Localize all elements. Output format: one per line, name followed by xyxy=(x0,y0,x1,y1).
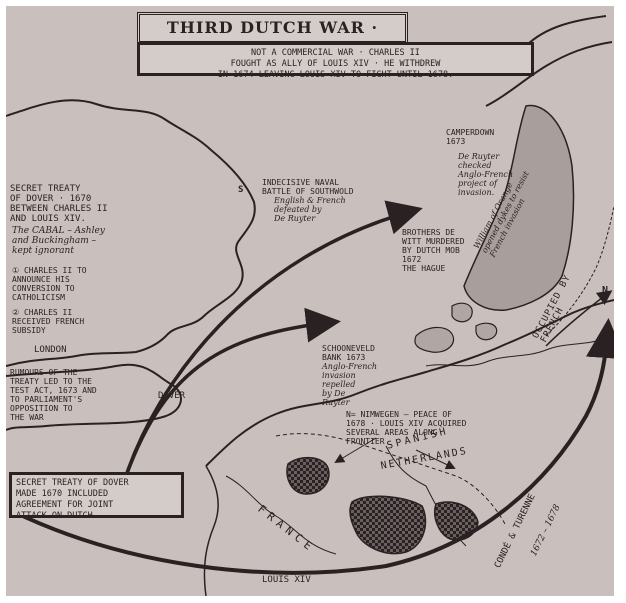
southwold-battle-label: INDECISIVE NAVAL BATTLE OF SOUTHWOLD xyxy=(262,178,354,196)
acquired-area-3 xyxy=(434,501,479,541)
arrow-to-schooneveld xyxy=(124,307,341,477)
secret-treaty-note: SECRET TREATY OF DOVER · 1670 between Ch… xyxy=(10,184,108,224)
schooneveld-label: SCHOONEVELD BANK 1673 xyxy=(322,344,375,362)
de-ruyter-check-label: De Ruyter checked Anglo-French project o… xyxy=(458,152,514,197)
de-witt-label: BROTHERS DE WITT MURDERED BY DUTCH MOB 1… xyxy=(402,228,465,273)
schooneveld-result-label: Anglo-French invasion repelled by De Ruy… xyxy=(322,362,378,407)
acquired-area-1 xyxy=(286,456,330,495)
treaty-callout: SECRET TREATY OF DOVER MADE 1670 INCLUDE… xyxy=(9,472,184,521)
dover-label: DOVER xyxy=(158,391,186,401)
nimwegen-note: N= Nimwegen – Peace of 1678 · LOUIS XIV … xyxy=(346,410,467,446)
southwold-result-label: English & French defeated by De Ruyter xyxy=(274,196,346,223)
n-marker: N xyxy=(602,285,609,296)
nimwegen-arrow-left xyxy=(334,437,377,464)
camperdown-label: CAMPERDOWN 1673 xyxy=(446,128,495,146)
louis-xiv-label: LOUIS XIV xyxy=(262,575,311,585)
map-drawing xyxy=(6,15,614,596)
english-coastline xyxy=(6,99,256,367)
acquired-area-2 xyxy=(349,495,427,555)
point-one-note: ① CHARLES II to ANNOUNCE HIS CONVERSION … xyxy=(12,266,87,302)
kent-coastline xyxy=(6,363,182,431)
maas-river xyxy=(425,337,607,367)
cabal-note: The CABAL – Ashley and Buckingham – kept… xyxy=(12,226,105,256)
point-two-note: ② CHARLES II RECEIVED FRENCH SUBSIDY xyxy=(12,308,85,335)
dyke-region xyxy=(463,104,575,311)
zeeland-islands xyxy=(414,302,498,353)
frontier-line xyxy=(275,433,507,527)
map-subtitle: NOT A COMMERCIAL WAR · CHARLES II FOUGHT… xyxy=(137,42,534,80)
map-title: THIRD DUTCH WAR · 1672-74 xyxy=(137,12,408,63)
arrow-louis-xiv xyxy=(11,318,614,575)
nimwegen-arrow-right xyxy=(415,449,456,470)
london-label: LONDON xyxy=(34,345,67,355)
north-coast xyxy=(485,15,613,107)
southern-coast-line xyxy=(203,465,219,596)
rumours-note: RUMOURS OF THE TREATY LED TO THE TEST AC… xyxy=(10,368,97,422)
southwold-marker: S xyxy=(238,185,244,195)
arrow-occupied xyxy=(545,290,613,347)
map-frame: THIRD DUTCH WAR · 1672-74 NOT A COMMERCI… xyxy=(6,6,614,596)
